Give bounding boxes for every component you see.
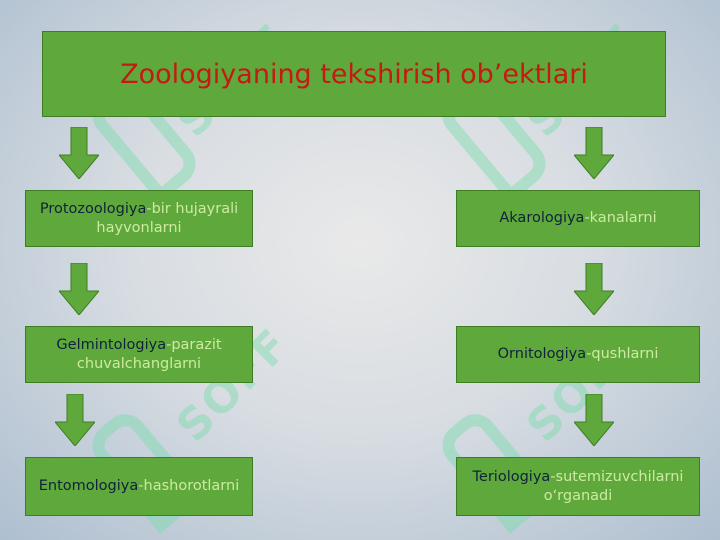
node-term: Akarologiya (499, 210, 585, 226)
node-description: -bir hujayrali hayvonlarni (96, 200, 239, 236)
node-term: Teriologiya (472, 468, 551, 485)
node-gelmintologiya: Gelmintologiya-parazit chuvalchanglarni (25, 326, 253, 383)
down-arrow-icon (574, 394, 614, 446)
down-arrow-icon (55, 394, 95, 446)
node-protozoologiya: Protozoologiya-bir hujayrali hayvonlarni (25, 190, 253, 247)
node-ornitologiya: Ornitologiya-qushlarni (456, 326, 700, 383)
down-arrow-icon (59, 127, 99, 179)
title-box: Zoologiyaning tekshirish ob’ektlari (42, 31, 666, 117)
node-description: -hashorotlarni (138, 478, 240, 494)
down-arrow-icon (574, 127, 614, 179)
node-description: -qushlarni (586, 346, 659, 362)
node-description: -kanalarni (584, 210, 657, 226)
node-term: Protozoologiya (39, 200, 147, 217)
node-teriologiya: Teriologiya-sutemizuvchilarni o‘rganadi (456, 457, 700, 516)
node-term: Gelmintologiya (56, 336, 167, 353)
diagram-title: Zoologiyaning tekshirish ob’ektlari (120, 58, 588, 90)
node-description: -parazit chuvalchanglarni (76, 336, 222, 372)
node-term: Ornitologiya (497, 346, 587, 362)
node-akarologiya: Akarologiya-kanalarni (456, 190, 700, 247)
down-arrow-icon (59, 263, 99, 315)
node-entomologiya: Entomologiya-hashorotlarni (25, 457, 253, 516)
node-description: -sutemizuvchilarni o‘rganadi (543, 468, 684, 504)
down-arrow-icon (574, 263, 614, 315)
node-term: Entomologiya (38, 478, 139, 494)
